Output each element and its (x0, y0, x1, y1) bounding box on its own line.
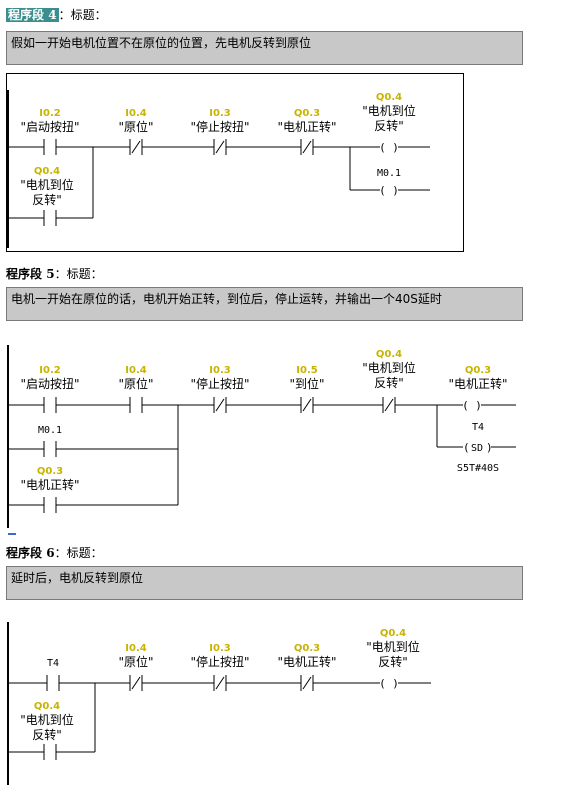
contact-no-q0-4-parallel: Q0.4 "电机到位 反转" (20, 701, 74, 760)
contact-symbol: "启动按扭" (20, 377, 79, 391)
coil-address: Q0.3 (465, 365, 491, 376)
coil-symbol: ( ) (462, 399, 482, 412)
contact-nc-i0-3: I0.3 "停止按扭" (190, 108, 250, 155)
coil-m0-1: ( ) M0.1 (377, 168, 401, 197)
contact-nc-i0-4: I0.4 "原位" (118, 643, 154, 691)
contact-no-m0-1-parallel: M0.1 (38, 425, 62, 457)
segment-number: 5 (46, 267, 55, 281)
segment-title-suffix: ：标题： (54, 267, 103, 281)
contact-symbol: "电机正转" (277, 654, 336, 669)
contact-nc-i0-3: I0.3 "停止按扭" (190, 643, 250, 691)
contact-address: Q0.3 (37, 466, 63, 477)
segment-6-ladder: T4 I0.4 "原位" I0.3 "停止按扭" Q0.3 "电机正转" ( )… (7, 622, 431, 785)
contact-symbol: "停止按扭" (190, 119, 249, 134)
timer-paren-left: ( (463, 441, 470, 454)
contact-address: I0.4 (125, 365, 146, 376)
contact-symbol: "到位" (289, 376, 324, 391)
coil-q0-4: ( ) Q0.4 "电机到位 反转" (362, 92, 416, 154)
coil-symbol-line2: 反转" (378, 654, 408, 669)
contact-symbol: "电机正转" (277, 119, 336, 134)
contact-nc-i0-5: I0.5 "到位" (289, 365, 325, 413)
segment-4-ladder: I0.2 "启动按扭" I0.4 "原位" I0.3 "停止按扭" Q0.3 "… (7, 90, 430, 248)
segment-4-title: 程序段 4：标题： (6, 6, 107, 23)
contact-nc-q0-3: Q0.3 "电机正转" (277, 643, 337, 691)
contact-address: I0.4 (125, 643, 146, 654)
contact-address: I0.2 (39, 108, 60, 119)
contact-no-i0-2: I0.2 "启动按扭" (20, 108, 80, 155)
contact-address: I0.4 (125, 108, 146, 119)
coil-symbol-line2: 反转" (374, 118, 404, 133)
segment-prefix: 程序段 (6, 546, 43, 560)
contact-symbol: "电机正转" (20, 477, 79, 492)
contact-symbol: "停止按扭" (190, 376, 249, 391)
timer-preset: S5T#40S (457, 463, 499, 474)
contact-symbol-line2: 反转" (32, 192, 62, 207)
segment-6-title: 程序段 6：标题： (6, 544, 103, 561)
timer-t4: T4 ( SD ) S5T#40S (457, 422, 499, 474)
contact-symbol: "原位" (118, 654, 153, 669)
contact-no-q0-3-parallel: Q0.3 "电机正转" (20, 466, 80, 513)
coil-q0-4: ( ) Q0.4 "电机到位 反转" (366, 628, 420, 690)
contact-no-t4: T4 (46, 658, 60, 691)
contact-address: I0.2 (39, 365, 60, 376)
contact-symbol-line2: 反转" (32, 727, 62, 742)
scan-artifact (8, 533, 16, 535)
coil-q0-3: ( ) Q0.3 "电机正转" (448, 365, 507, 412)
timer-paren-right: ) (486, 441, 493, 454)
contact-symbol: "原位" (118, 376, 153, 391)
contact-address: M0.1 (38, 425, 62, 436)
segment-5-comment: 电机一开始在原位的话，电机开始正转，到位后，停止运转，并输出一个40S延时 (6, 287, 523, 321)
coil-symbol-line1: "电机到位 (362, 103, 416, 118)
coil-address: Q0.4 (380, 628, 406, 639)
contact-symbol-line1: "电机到位 (362, 360, 416, 375)
segment-prefix: 程序段 (6, 267, 43, 281)
coil-symbol: "电机正转" (448, 376, 507, 391)
segment-number: 4 (48, 8, 57, 22)
contact-symbol-line1: "电机到位 (20, 177, 74, 192)
contact-no-i0-4: I0.4 "原位" (118, 365, 154, 413)
contact-address: I0.3 (209, 365, 230, 376)
coil-address: M0.1 (377, 168, 401, 179)
contact-no-i0-2: I0.2 "启动按扭" (20, 365, 80, 413)
segment-5-title: 程序段 5：标题： (6, 265, 103, 282)
timer-type: SD (471, 443, 483, 454)
contact-address: Q0.3 (294, 643, 320, 654)
contact-nc-q0-4: Q0.4 "电机到位 反转" (362, 349, 416, 413)
segment-number: 6 (46, 546, 55, 560)
coil-symbol-line1: "电机到位 (366, 639, 420, 654)
contact-symbol: "停止按扭" (190, 654, 249, 669)
contact-address: Q0.4 (376, 349, 402, 360)
contact-symbol: "原位" (118, 119, 153, 134)
contact-address: T4 (47, 658, 59, 669)
segment-title-suffix: ：标题： (54, 546, 103, 560)
timer-address: T4 (472, 422, 484, 433)
contact-address: Q0.4 (34, 701, 60, 712)
contact-address: Q0.3 (294, 108, 320, 119)
coil-address: Q0.4 (376, 92, 402, 103)
contact-nc-q0-3: Q0.3 "电机正转" (277, 108, 337, 155)
segment-6-comment: 延时后，电机反转到原位 (6, 566, 523, 600)
contact-symbol: "启动按扭" (20, 120, 79, 134)
contact-address: Q0.4 (34, 166, 60, 177)
coil-symbol: ( ) (379, 677, 399, 690)
contact-address: I0.3 (209, 108, 230, 119)
segment-title-suffix: ：标题： (58, 8, 107, 22)
contact-nc-i0-3: I0.3 "停止按扭" (190, 365, 250, 413)
segment-5-ladder: I0.2 "启动按扭" I0.4 "原位" I0.3 "停止按扭" I0.5 "… (7, 345, 516, 528)
contact-symbol-line2: 反转" (374, 375, 404, 390)
segment-4-network (6, 73, 464, 252)
contact-address: I0.3 (209, 643, 230, 654)
contact-symbol-line1: "电机到位 (20, 712, 74, 727)
contact-nc-i0-4: I0.4 "原位" (118, 108, 154, 155)
coil-symbol: ( ) (379, 141, 399, 154)
contact-address: I0.5 (296, 365, 317, 376)
contact-no-q0-4-parallel: Q0.4 "电机到位 反转" (20, 166, 74, 226)
segment-4-comment: 假如一开始电机位置不在原位的位置，先电机反转到原位 (6, 31, 523, 65)
segment-prefix: 程序段 (8, 8, 45, 22)
coil-symbol: ( ) (379, 184, 399, 197)
